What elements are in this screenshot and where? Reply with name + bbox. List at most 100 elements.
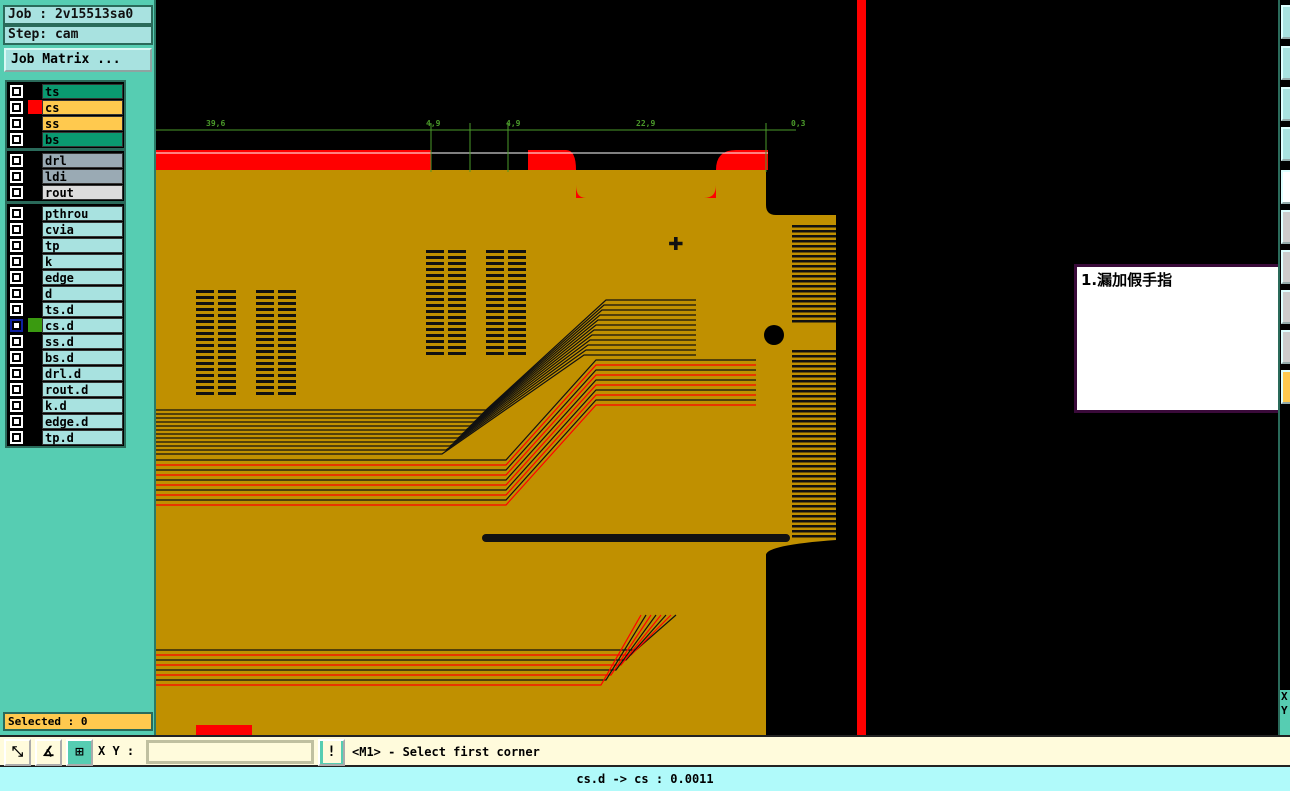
layer-checkbox[interactable] — [10, 206, 23, 220]
tool-button[interactable] — [1281, 5, 1290, 39]
layer-row-cs[interactable]: cs — [8, 99, 123, 115]
layer-color-swatch[interactable] — [28, 116, 42, 130]
tool-button[interactable] — [1281, 46, 1290, 80]
layer-row-ts-d[interactable]: ts.d — [8, 301, 123, 317]
layer-color-swatch[interactable] — [28, 84, 42, 98]
tool-button[interactable] — [1281, 127, 1290, 161]
layer-row-k-d[interactable]: k.d — [8, 397, 123, 413]
layer-checkbox[interactable] — [10, 382, 23, 396]
layer-checkbox[interactable] — [10, 398, 23, 412]
layer-name[interactable]: rout — [42, 185, 123, 200]
layer-color-swatch[interactable] — [28, 254, 42, 268]
layer-color-swatch[interactable] — [28, 100, 42, 114]
layer-color-swatch[interactable] — [28, 222, 42, 236]
layer-color-swatch[interactable] — [28, 366, 42, 380]
layer-checkbox[interactable] — [10, 286, 23, 300]
layer-checkbox[interactable] — [10, 254, 23, 268]
tool-button[interactable] — [1281, 170, 1290, 204]
layer-color-swatch[interactable] — [28, 430, 42, 444]
layer-color-swatch[interactable] — [28, 302, 42, 316]
layer-name[interactable]: ts — [42, 84, 123, 99]
layer-row-tp-d[interactable]: tp.d — [8, 429, 123, 445]
layer-row-ss-d[interactable]: ss.d — [8, 333, 123, 349]
layer-checkbox[interactable] — [10, 132, 23, 146]
layer-name[interactable]: rout.d — [42, 382, 123, 397]
zoom-area-button[interactable]: ⤡ — [4, 739, 31, 766]
layer-color-swatch[interactable] — [28, 206, 42, 220]
alert-button[interactable]: ! — [318, 739, 345, 766]
layer-name[interactable]: cs.d — [42, 318, 123, 333]
layer-checkbox[interactable] — [10, 222, 23, 236]
layer-checkbox[interactable] — [10, 238, 23, 252]
layer-color-swatch[interactable] — [28, 185, 42, 199]
layer-checkbox[interactable] — [10, 116, 23, 130]
layer-checkbox[interactable] — [10, 270, 23, 284]
layer-color-swatch[interactable] — [28, 318, 42, 332]
layer-color-swatch[interactable] — [28, 350, 42, 364]
layer-name[interactable]: ldi — [42, 169, 123, 184]
layer-color-swatch[interactable] — [28, 334, 42, 348]
layer-checkbox[interactable] — [10, 169, 23, 183]
layer-row-drl-d[interactable]: drl.d — [8, 365, 123, 381]
snap-grid-button[interactable]: ⊞ — [66, 739, 93, 766]
layer-row-drl[interactable]: drl — [8, 152, 123, 168]
layer-row-cs-d[interactable]: cs.d — [8, 317, 123, 333]
layer-name[interactable]: bs.d — [42, 350, 123, 365]
job-matrix-button[interactable]: Job Matrix ... — [4, 48, 152, 72]
layer-name[interactable]: cvia — [42, 222, 123, 237]
layer-name[interactable]: bs — [42, 132, 123, 147]
layer-color-swatch[interactable] — [28, 238, 42, 252]
layer-color-swatch[interactable] — [28, 270, 42, 284]
tool-button[interactable] — [1281, 210, 1290, 244]
layer-row-k[interactable]: k — [8, 253, 123, 269]
layer-name[interactable]: k — [42, 254, 123, 269]
tool-button[interactable] — [1281, 290, 1290, 324]
layer-name[interactable]: tp — [42, 238, 123, 253]
layer-row-bs-d[interactable]: bs.d — [8, 349, 123, 365]
layer-name[interactable]: pthrou — [42, 206, 123, 221]
layer-checkbox[interactable] — [10, 318, 23, 332]
layer-color-swatch[interactable] — [28, 414, 42, 428]
layer-row-bs[interactable]: bs — [8, 131, 123, 147]
layer-row-edge[interactable]: edge — [8, 269, 123, 285]
xy-input[interactable] — [146, 740, 314, 764]
layer-row-ts[interactable]: ts — [8, 83, 123, 99]
layer-name[interactable]: k.d — [42, 398, 123, 413]
layer-row-cvia[interactable]: cvia — [8, 221, 123, 237]
layer-checkbox[interactable] — [10, 414, 23, 428]
layer-row-d[interactable]: d — [8, 285, 123, 301]
layer-name[interactable]: ss — [42, 116, 123, 131]
layer-row-ss[interactable]: ss — [8, 115, 123, 131]
measure-button[interactable]: ∡ — [35, 739, 62, 766]
tool-button[interactable] — [1281, 87, 1290, 121]
layer-checkbox[interactable] — [10, 100, 23, 114]
tool-button[interactable] — [1281, 370, 1290, 404]
layer-name[interactable]: edge.d — [42, 414, 123, 429]
layer-name[interactable]: ss.d — [42, 334, 123, 349]
layer-row-ldi[interactable]: ldi — [8, 168, 123, 184]
layer-row-rout[interactable]: rout — [8, 184, 123, 200]
layer-name[interactable]: drl — [42, 153, 123, 168]
layer-checkbox[interactable] — [10, 84, 23, 98]
layer-color-swatch[interactable] — [28, 153, 42, 167]
layer-checkbox[interactable] — [10, 153, 23, 167]
layer-row-tp[interactable]: tp — [8, 237, 123, 253]
layer-color-swatch[interactable] — [28, 286, 42, 300]
layer-checkbox[interactable] — [10, 185, 23, 199]
layer-color-swatch[interactable] — [28, 169, 42, 183]
layer-name[interactable]: tp.d — [42, 430, 123, 445]
layer-checkbox[interactable] — [10, 430, 23, 444]
layer-name[interactable]: cs — [42, 100, 123, 115]
layer-row-edge-d[interactable]: edge.d — [8, 413, 123, 429]
layer-checkbox[interactable] — [10, 366, 23, 380]
layer-name[interactable]: ts.d — [42, 302, 123, 317]
layer-color-swatch[interactable] — [28, 398, 42, 412]
layer-checkbox[interactable] — [10, 350, 23, 364]
layer-name[interactable]: edge — [42, 270, 123, 285]
tool-button[interactable] — [1281, 330, 1290, 364]
tool-button[interactable] — [1281, 250, 1290, 284]
layer-checkbox[interactable] — [10, 334, 23, 348]
layer-color-swatch[interactable] — [28, 382, 42, 396]
